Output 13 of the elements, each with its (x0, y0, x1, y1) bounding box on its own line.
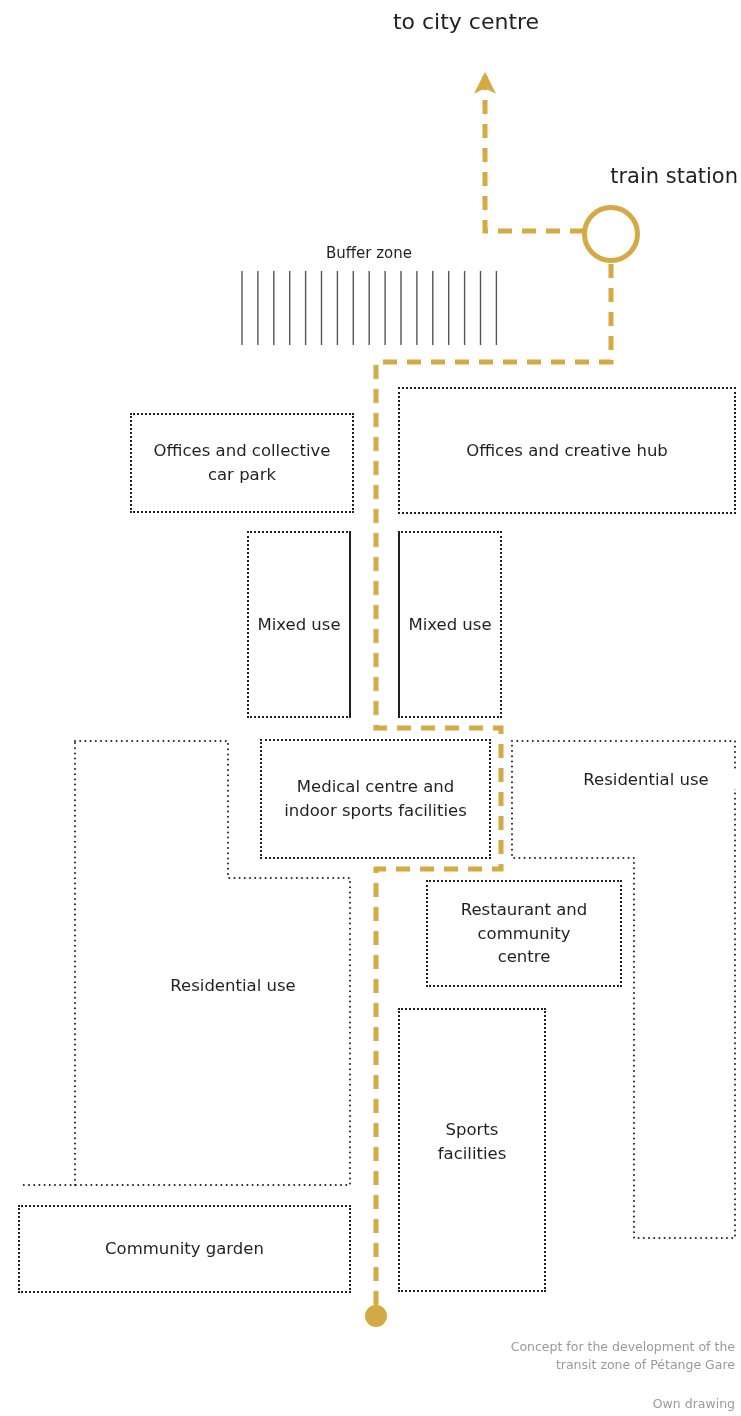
zone-box (247, 531, 351, 718)
zone-box (130, 413, 354, 513)
route-path (474, 71, 584, 234)
zone-box (398, 1008, 546, 1292)
zone-box (18, 1205, 351, 1293)
zone-box (426, 880, 622, 987)
caption: Concept for the development of the transit zone of Pétange Gare (509, 1338, 735, 1375)
zone-box (260, 739, 491, 859)
zone-box (398, 531, 502, 718)
source-note: Own drawing (652, 1396, 735, 1411)
route-path (373, 263, 614, 1305)
zone-name: Buffer zone (324, 244, 414, 262)
zone-box (398, 387, 736, 514)
